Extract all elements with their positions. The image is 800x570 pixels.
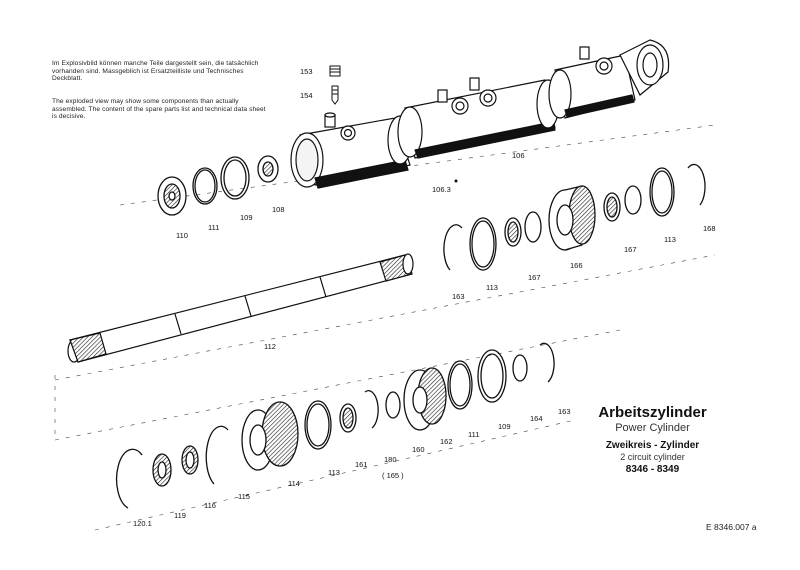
label-112: 112 [264, 342, 276, 351]
label-113-c: 113 [328, 468, 340, 477]
label-164: 164 [530, 414, 543, 423]
label-160: 160 [412, 445, 425, 454]
label-168: 168 [703, 224, 716, 233]
label-163-a: 163 [452, 292, 465, 301]
label-180: 180 [384, 455, 397, 464]
label-153: 153 [300, 67, 313, 76]
document-reference: E 8346.007 a [706, 522, 757, 532]
note-german: Im Explosivbild können manche Teile darg… [52, 60, 259, 83]
middle-right-rings [443, 163, 706, 271]
label-165: ( 165 ) [382, 471, 404, 480]
label-120-1: 120.1 [133, 519, 152, 528]
variant-german: Zweikreis - Zylinder [605, 440, 700, 451]
reference-dot [454, 179, 458, 183]
bottom-row-rings [115, 342, 555, 509]
label-109-b: 109 [498, 422, 511, 431]
label-110: 110 [176, 231, 188, 240]
label-166: 166 [570, 261, 583, 270]
axis-lines [54, 124, 716, 531]
label-111-a: 111 [208, 223, 219, 232]
label-109-a: 109 [240, 213, 253, 222]
top-left-rings [157, 155, 279, 216]
cylinder-housing [290, 39, 670, 189]
vent-screw [329, 65, 341, 105]
label-116: 116 [204, 501, 216, 510]
label-114: 114 [288, 479, 300, 488]
label-115: 115 [238, 492, 250, 501]
label-161: 161 [355, 460, 368, 469]
note-english: The exploded view may show some componen… [52, 98, 266, 121]
piston-rod [67, 253, 414, 363]
label-111-b: 111 [468, 430, 479, 439]
label-154: 154 [300, 91, 313, 100]
title-german: Arbeitszylinder [598, 404, 707, 421]
label-167-a: 167 [528, 273, 541, 282]
label-163-b: 163 [558, 407, 571, 416]
variant-english: 2 circuit cylinder [620, 452, 685, 462]
model-numbers: 8346 - 8349 [625, 464, 680, 475]
label-162: 162 [440, 437, 453, 446]
title-english: Power Cylinder [615, 422, 690, 434]
label-113-b: 113 [664, 235, 676, 244]
label-106-3: 106.3 [432, 185, 451, 194]
label-167-b: 167 [624, 245, 637, 254]
title-block: Arbeitszylinder Power Cylinder Zweikreis… [585, 404, 720, 476]
part-labels: 153 154 106 106.3 110 111 109 108 163 11… [133, 67, 716, 528]
label-106: 106 [512, 151, 525, 160]
label-108: 108 [272, 205, 285, 214]
label-119: 119 [174, 511, 186, 520]
label-113-a: 113 [486, 283, 498, 292]
